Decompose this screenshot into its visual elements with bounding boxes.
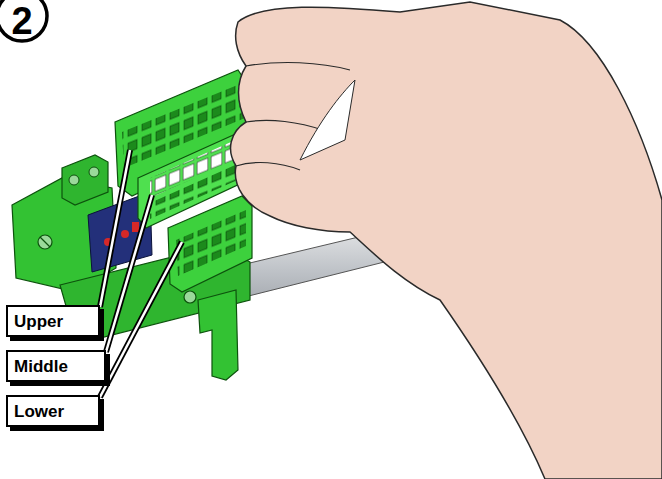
part-label: Middle xyxy=(6,350,106,382)
finger-line xyxy=(246,63,350,70)
screw xyxy=(184,291,196,303)
part-label-text: Middle xyxy=(14,358,68,375)
part-label: Upper xyxy=(6,305,100,337)
leader-line xyxy=(106,195,152,352)
finger-line xyxy=(236,163,300,170)
screw xyxy=(69,175,79,185)
screw xyxy=(38,235,52,249)
component xyxy=(132,222,139,232)
leader-line xyxy=(100,242,182,397)
terminal-openings xyxy=(176,210,246,276)
hand xyxy=(231,2,662,479)
part-label-text: Upper xyxy=(14,313,63,330)
screw xyxy=(89,167,99,177)
part-label-text: Lower xyxy=(14,403,64,420)
screw-slot xyxy=(40,237,50,247)
step-number-text: 2 xyxy=(11,2,32,40)
leader-lines xyxy=(100,150,182,397)
mounting-foot xyxy=(198,290,238,380)
leader-line xyxy=(100,242,182,397)
step-number: 2 xyxy=(0,0,50,44)
finger-line xyxy=(246,120,322,130)
thumb-nail xyxy=(300,80,355,160)
circle-outline xyxy=(0,0,47,41)
component xyxy=(121,230,129,238)
leader-line xyxy=(106,195,152,352)
supply-terminal xyxy=(62,155,108,205)
part-label: Lower xyxy=(6,395,100,427)
